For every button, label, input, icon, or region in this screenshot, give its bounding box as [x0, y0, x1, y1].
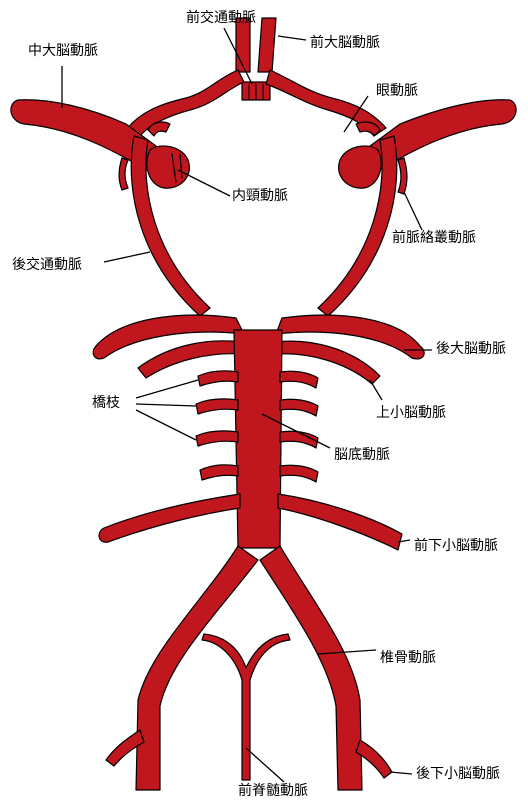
anterior-choroidal-artery-right	[398, 158, 407, 194]
arterial-system	[11, 18, 516, 790]
leader-posterior-communicating	[104, 252, 150, 262]
label-pontine-branches: 橋枝	[92, 396, 120, 410]
label-posterior-cerebral-artery: 後大脳動脈	[436, 342, 506, 356]
anterior-arch-left	[126, 70, 244, 136]
label-ophthalmic-artery: 眼動脈	[376, 84, 418, 98]
pontine-branch-1	[198, 371, 238, 386]
anterior-cerebral-artery-right	[258, 18, 276, 72]
label-anterior-cerebral-artery: 前大脳動脈	[310, 36, 380, 50]
leader-anterior-cerebral	[278, 36, 306, 40]
anterior-choroidal-artery-left	[119, 158, 128, 190]
vertebral-artery-right	[260, 546, 362, 790]
pontine-branch-4	[280, 371, 318, 388]
basilar-artery	[234, 330, 282, 548]
pontine-branch-3	[196, 431, 238, 446]
anterior-spinal-artery	[202, 634, 290, 780]
leader-internal-carotid	[178, 170, 230, 196]
label-posterior-inferior-cerebellar-artery: 後下小脳動脈	[416, 767, 500, 781]
internal-carotid-artery-left	[147, 146, 190, 188]
label-anterior-choroidal-artery: 前脈絡叢動脈	[392, 231, 476, 245]
leader-pontine-1	[136, 380, 198, 398]
internal-carotid-artery-right	[339, 146, 382, 188]
pontine-branch-2	[196, 399, 238, 414]
pontine-branch-8	[280, 465, 318, 482]
label-vertebral-artery: 椎骨動脈	[380, 651, 436, 665]
label-middle-cerebral-artery: 中大脳動脈	[28, 44, 98, 58]
pontine-branch-5	[280, 399, 318, 416]
label-anterior-communicating-artery: 前交通動脈	[186, 11, 256, 25]
anterior-cerebral-artery-left	[236, 18, 250, 72]
anterior-inferior-cerebellar-artery-right	[278, 494, 402, 550]
leader-pontine-3	[136, 410, 196, 440]
leader-superior-cerebellar	[370, 380, 382, 400]
label-internal-carotid-artery: 内頸動脈	[232, 189, 288, 203]
label-basilar-artery: 脳底動脈	[334, 448, 390, 462]
leader-pontine-2	[136, 404, 196, 406]
label-superior-cerebellar-artery: 上小脳動脈	[376, 406, 446, 420]
label-anterior-spinal-artery: 前脊髄動脈	[238, 784, 308, 798]
leader-anterior-choroidal	[404, 192, 422, 230]
leader-posterior-inferior-cerebellar	[390, 772, 412, 774]
leader-anterior-spinal	[246, 748, 284, 782]
label-anterior-inferior-cerebellar-artery: 前下小脳動脈	[414, 539, 498, 553]
anterior-inferior-cerebellar-artery-left	[99, 494, 240, 542]
label-posterior-communicating-artery: 後交通動脈	[12, 258, 82, 272]
pontine-branch-7	[200, 465, 238, 480]
